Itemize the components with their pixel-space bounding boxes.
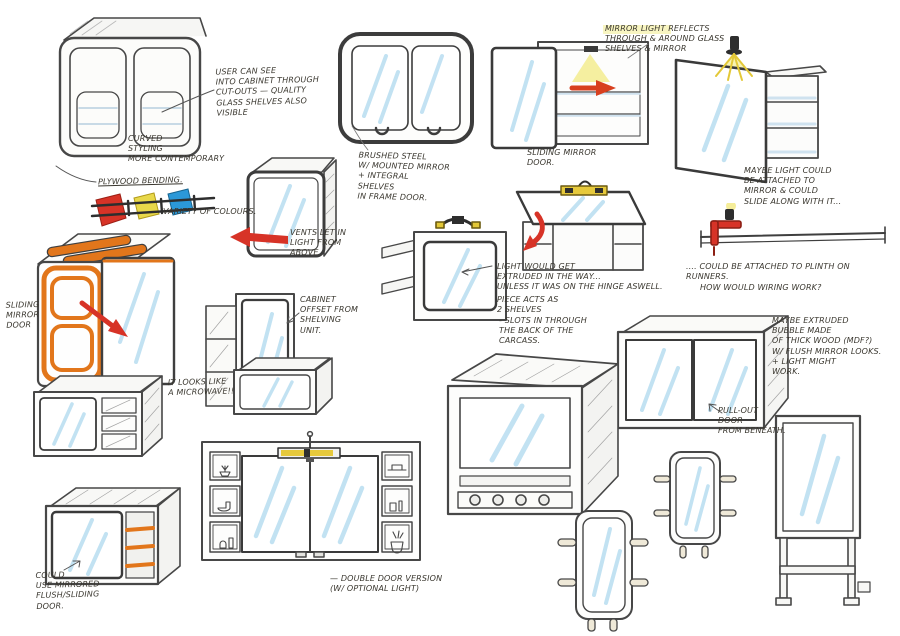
sketch-pegged-mirror-large (557, 510, 649, 632)
swatch-red (95, 193, 127, 227)
sketch-mirror-cubby-unit (33, 375, 163, 457)
bulb-glow (726, 203, 736, 211)
mirror-door (241, 455, 311, 553)
note-sliding-door-left: SLIDING MIRROR DOOR (5, 299, 40, 331)
mirror-door (674, 58, 768, 184)
note-double-door: — DOUBLE DOOR VERSION (W/ OPTIONAL LIGHT… (330, 574, 443, 594)
mirror-streaks (799, 433, 841, 525)
note-light-attached: MAYBE LIGHT COULD BE ATTACHED TO MIRROR … (744, 166, 842, 206)
sketch-lamp-mirror-cabinet (674, 36, 827, 184)
sketch-open-cabinet-tray (446, 353, 619, 516)
door-handle (374, 126, 390, 136)
handle-loop (578, 180, 592, 187)
red-arrow-vents (230, 227, 288, 247)
mirror-streaks (52, 402, 86, 448)
note-mirror-light: MIRROR LIGHT REFLECTS THROUGH & AROUND G… (605, 24, 725, 54)
leader-line (351, 125, 369, 151)
note-plinth-runners: .... COULD BE ATTACHED TO PLINTH ON RUNN… (686, 262, 850, 282)
pencil-arrow (286, 312, 300, 324)
red-arrow-slide-right (569, 80, 616, 96)
sketch-clamp-light-rail (700, 203, 886, 256)
sketch-rounded-double-door-cabinet (338, 32, 474, 144)
mirror-door (309, 455, 379, 553)
note-offset: CABINET OFFSET FROM SHELVING UNIT. (300, 295, 359, 335)
dowel-pegs (557, 538, 649, 632)
light-glow (572, 54, 610, 82)
door-tab (313, 551, 325, 558)
top-light-handle (435, 216, 481, 229)
sketch-pegged-mirror-small (653, 451, 737, 559)
note-extruded-bubble: MAYBE EXTRUDED BUBBLE MADE OF THICK WOOD… (772, 316, 882, 377)
pencil-arrow (708, 403, 723, 414)
vent-slots (46, 234, 148, 267)
leader-line (161, 89, 215, 113)
note-variety-colours: VARIETY OF COLOURS. (163, 207, 257, 216)
light-fixture (584, 46, 598, 52)
mirror-door (411, 45, 461, 131)
note-slots-carcass: - SLOTS IN THROUGH THE BACK OF THE CARCA… (499, 316, 587, 346)
sketch-colour-swatches (90, 188, 216, 227)
note-sliding-door-mid: SLIDING MIRROR DOOR. (527, 148, 597, 168)
note-curved-styling: CURVED STYLING MORE CONTEMPORARY (128, 134, 225, 164)
sketch-orange-shelf-cabinet (44, 487, 181, 586)
note-mirrored-flush: COULD USE MIRRORED FLUSH/SLIDING DOOR. (35, 570, 100, 611)
note-cutouts: USER CAN SEE INTO CABINET THROUGH CUT-OU… (215, 65, 320, 118)
note-piece-shelves: PIECE ACTS AS 2 SHELVES (497, 295, 559, 315)
note-brushed-steel: BRUSHED STEEL W/ MOUNTED MIRROR + INTEGR… (357, 150, 451, 203)
glass-shelf-lines (78, 107, 182, 125)
sketch-mirror-on-stand (774, 414, 871, 606)
holed-tray (457, 491, 573, 509)
red-arrow-sliding-door (79, 300, 128, 337)
sketch-curved-cutout-cabinet (58, 17, 207, 158)
sketch-low-wide-cabinet (233, 357, 333, 415)
note-vents: VENTS LET IN LIGHT FROM ABOVE (290, 228, 347, 258)
clamp-light (710, 209, 742, 256)
mirror-streaks (262, 377, 294, 408)
note-hinge-light: LIGHT WOULD GET EXTRUDED IN THE WAY... U… (497, 262, 663, 292)
sketch-orange-vent-cabinet (36, 233, 176, 388)
lamp (715, 36, 753, 81)
leader-line (55, 165, 97, 183)
cutout-slot (76, 91, 120, 139)
mirror-door (422, 240, 498, 312)
red-arrow-hinge (523, 211, 545, 251)
light-bar (277, 430, 341, 462)
note-wiring: HOW WOULD WIRING WORK? (700, 283, 822, 292)
note-microwave: IT LOOKS LIKE A MICROWAVE!! (167, 376, 235, 398)
door-handle (426, 126, 442, 136)
leader-line (627, 43, 649, 59)
yellow-highlight (603, 25, 671, 34)
mirror-door (351, 45, 409, 131)
note-pullout-door: PULL-OUT DOOR FROM BENEATH. (718, 406, 786, 436)
orange-shelves (125, 526, 155, 568)
mirror-door (50, 510, 124, 580)
pencil-arrow (461, 265, 493, 276)
mirror-streaks (592, 527, 622, 605)
left-cubbies (209, 451, 241, 553)
gold-hinge (560, 185, 608, 196)
pencil-arrow (63, 560, 81, 571)
mirror-streaks (266, 184, 306, 248)
mirror-door (490, 46, 558, 150)
sketch-wide-sliding-cabinet (616, 315, 789, 430)
sketch-double-door-elevation (201, 430, 421, 561)
mirror-door (693, 339, 757, 421)
door-tab (295, 551, 307, 558)
sketch-sliding-door-lit-cabinet (490, 41, 649, 150)
sketch-handle-light-cabinet (381, 216, 507, 321)
mirror-door (515, 190, 647, 226)
right-cubbies (381, 451, 413, 554)
stand-legs (775, 537, 871, 606)
cutout-slot (140, 91, 184, 139)
dowel-pegs (653, 475, 737, 559)
swatch-rails (90, 194, 216, 218)
mirror-door (625, 339, 693, 421)
mirror-streaks (684, 466, 710, 532)
mirror-back (459, 397, 571, 469)
